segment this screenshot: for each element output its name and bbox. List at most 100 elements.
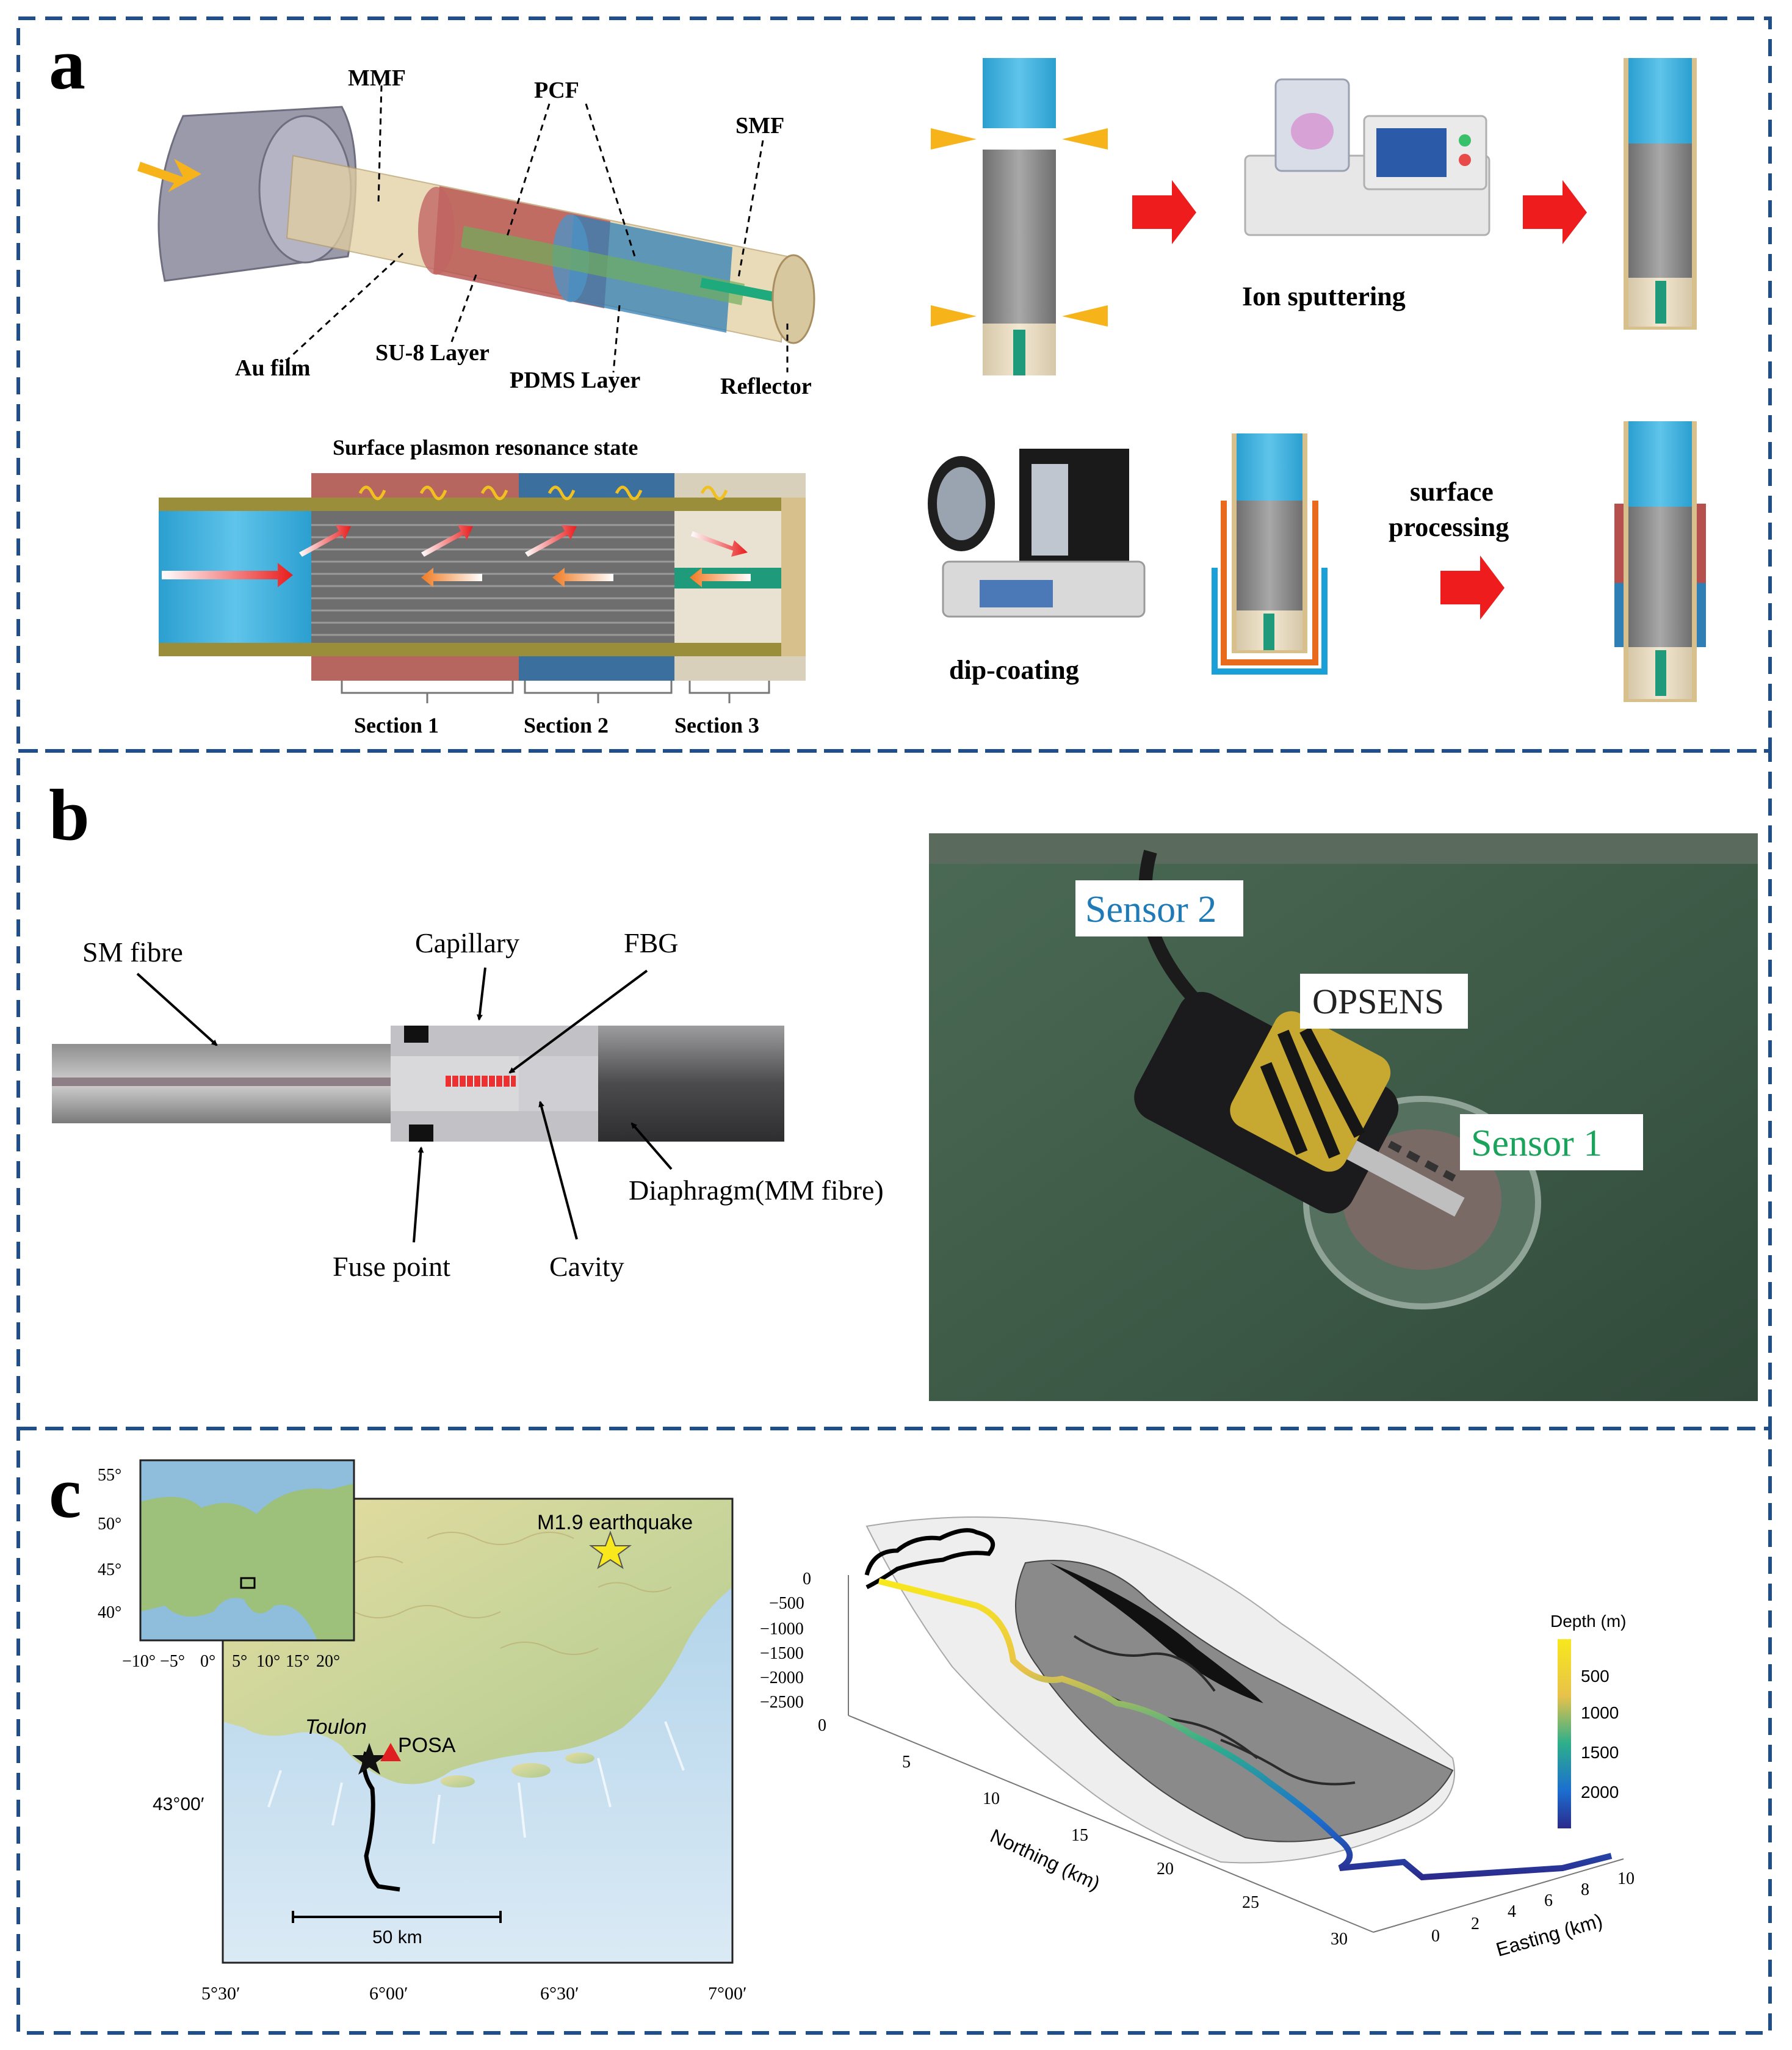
- mmf-leader: [377, 85, 383, 205]
- sensor-housing: [1134, 991, 1465, 1217]
- smf-core: [699, 278, 774, 302]
- fbg-arrow: [508, 969, 648, 1074]
- coast-outline: [864, 1528, 995, 1590]
- depth-colorbar: Depth (m) 500 1000 1500 2000: [1550, 1612, 1626, 1828]
- fiber-3d-leader-lines: [286, 85, 789, 373]
- su8-layer-face: [418, 187, 455, 275]
- surface-processing-label-1: surface: [1410, 477, 1494, 507]
- posa-triangle: [380, 1743, 401, 1761]
- cleave-marker-left-top: [931, 128, 977, 150]
- capillary-label: Capillary: [415, 927, 519, 958]
- northing-axis-ticks: 0 5 10 15 20 25 30: [818, 1716, 1348, 1949]
- forward-arrow-2: [421, 525, 473, 557]
- cleave-marker-right-top: [1062, 128, 1108, 150]
- z-axis-ticks: 0 −500 −1000 −1500 −2000 −2500: [760, 1570, 811, 1712]
- sensor2-callout: [1075, 880, 1243, 936]
- light-input-arrow: [137, 159, 201, 192]
- reflect-arrow: [691, 531, 748, 557]
- reflector-section: [781, 498, 806, 656]
- cladding-bottom: [159, 643, 806, 656]
- islands: [441, 1753, 594, 1787]
- colorbar-tick-500: 500: [1581, 1667, 1610, 1686]
- section1-label: Section 1: [354, 713, 439, 737]
- flow-arrow-3: [1440, 556, 1505, 620]
- fuse-point-bottom: [409, 1125, 433, 1142]
- schematic-leader-arrows: [136, 967, 673, 1243]
- sensor1-callout: [1460, 1114, 1643, 1170]
- cavity-arrow: [538, 1101, 578, 1240]
- fuse-point-arrow: [413, 1146, 424, 1243]
- cable-route: [362, 1751, 400, 1892]
- inset-lon-m10: −10°: [122, 1652, 156, 1671]
- inset-lat-55: 55°: [98, 1466, 121, 1485]
- easting-tick-0: 0: [1431, 1927, 1440, 1946]
- diaphragm-label: Diaphragm(MM fibre): [629, 1175, 884, 1206]
- cleave-marker-left-bottom: [931, 305, 977, 327]
- plot-axes: [848, 1575, 1624, 1933]
- fbg-label: FBG: [624, 927, 678, 958]
- dip-coating-label: dip-coating: [949, 655, 1079, 685]
- posa-label: POSA: [398, 1734, 456, 1757]
- map-lon-ticks: 5°30′ 6°00′ 6°30′ 7°00′: [201, 1983, 747, 2004]
- z-tick-500: −500: [769, 1594, 804, 1613]
- capillary-arrow: [476, 967, 486, 1021]
- su8-leader: [450, 274, 477, 342]
- forward-arrow-1: [299, 525, 351, 557]
- terrain-ridge: [1050, 1563, 1263, 1703]
- sm-fibre-label: SM fibre: [82, 936, 183, 968]
- section3-label: Section 3: [674, 713, 759, 737]
- inset-lon-20: 20°: [316, 1652, 340, 1671]
- return-arrow-2: [552, 568, 613, 587]
- cable-route-3d: [878, 1578, 1613, 1881]
- cleave-marker-right-bottom: [1062, 305, 1108, 327]
- fiber-3d-schematic: MMF PCF SMF Au film SU-8 Layer PDMS Laye…: [137, 65, 815, 399]
- inset-lon-5: 5°: [232, 1652, 247, 1671]
- panel-c-frame: [16, 1427, 1772, 2035]
- dip-coating-machine: [928, 449, 1146, 618]
- z-tick-2000: −2000: [760, 1668, 804, 1687]
- scale-bar-label: 50 km: [372, 1927, 422, 1947]
- easting-tick-6: 6: [1544, 1891, 1553, 1910]
- surface-processing-label-2: processing: [1389, 512, 1509, 542]
- europe-inset-map: 55° 50° 45° 40° −10° −5° 0° 5° 10° 15° 2…: [98, 1459, 355, 1671]
- smf-label: SMF: [735, 113, 784, 139]
- fiber-after-sputter: [1624, 58, 1697, 330]
- northing-tick-20: 20: [1157, 1860, 1174, 1878]
- inset-lon-0: 0°: [200, 1652, 215, 1671]
- pcf-leader-1: [505, 103, 551, 239]
- reflector-end: [771, 254, 815, 344]
- colorbar-tick-1500: 1500: [1581, 1743, 1619, 1762]
- inset-lat-45: 45°: [98, 1560, 121, 1579]
- cavity-label: Cavity: [549, 1251, 624, 1282]
- inset-lon-10: 10°: [256, 1652, 280, 1671]
- inset-lon-15: 15°: [286, 1652, 309, 1671]
- easting-tick-10: 10: [1617, 1869, 1635, 1888]
- inset-lon-m5: −5°: [160, 1652, 185, 1671]
- opsens-label: OPSENS: [1312, 982, 1444, 1021]
- panel-c: c M1.9 earthquake Toulon POSA: [49, 1452, 1635, 2004]
- inset-lat-50: 50°: [98, 1515, 121, 1534]
- diaphragm-mm-fibre: [598, 1026, 784, 1142]
- section-labels: Section 1 Section 2 Section 3: [354, 713, 759, 737]
- fiber-in-coating-bath: [1212, 433, 1328, 675]
- easting-tick-2: 2: [1471, 1914, 1479, 1933]
- panel-c-letter: c: [49, 1452, 81, 1533]
- easting-axis-ticks: 0 2 4 6 8 10: [1431, 1869, 1635, 1946]
- ion-sputtering-label: Ion sputtering: [1242, 281, 1406, 311]
- pcf-label: PCF: [534, 78, 579, 103]
- panel-b: b: [49, 774, 1758, 1401]
- fiber-before-cut: [931, 58, 1108, 375]
- fabrication-flow: Ion sputtering dip-coating: [928, 58, 1706, 702]
- schematic-labels: SM fibre Capillary FBG Fuse point Cavity…: [82, 927, 884, 1282]
- pcf-leader-2: [585, 103, 636, 257]
- ion-sputtering-machine: [1244, 78, 1490, 236]
- colorbar-tick-2000: 2000: [1581, 1783, 1619, 1802]
- regional-map: M1.9 earthquake Toulon POSA 50 km 43°00′…: [98, 1459, 747, 2004]
- return-arrow-1: [421, 568, 482, 587]
- panel-b-letter: b: [49, 774, 90, 855]
- z-tick-0: 0: [803, 1570, 811, 1588]
- forward-arrow-3: [525, 525, 577, 557]
- fiber-3d-labels: MMF PCF SMF Au film SU-8 Layer PDMS Laye…: [235, 65, 812, 399]
- northing-tick-30: 30: [1331, 1930, 1348, 1949]
- map-lon-tick-4: 7°00′: [708, 1983, 747, 2004]
